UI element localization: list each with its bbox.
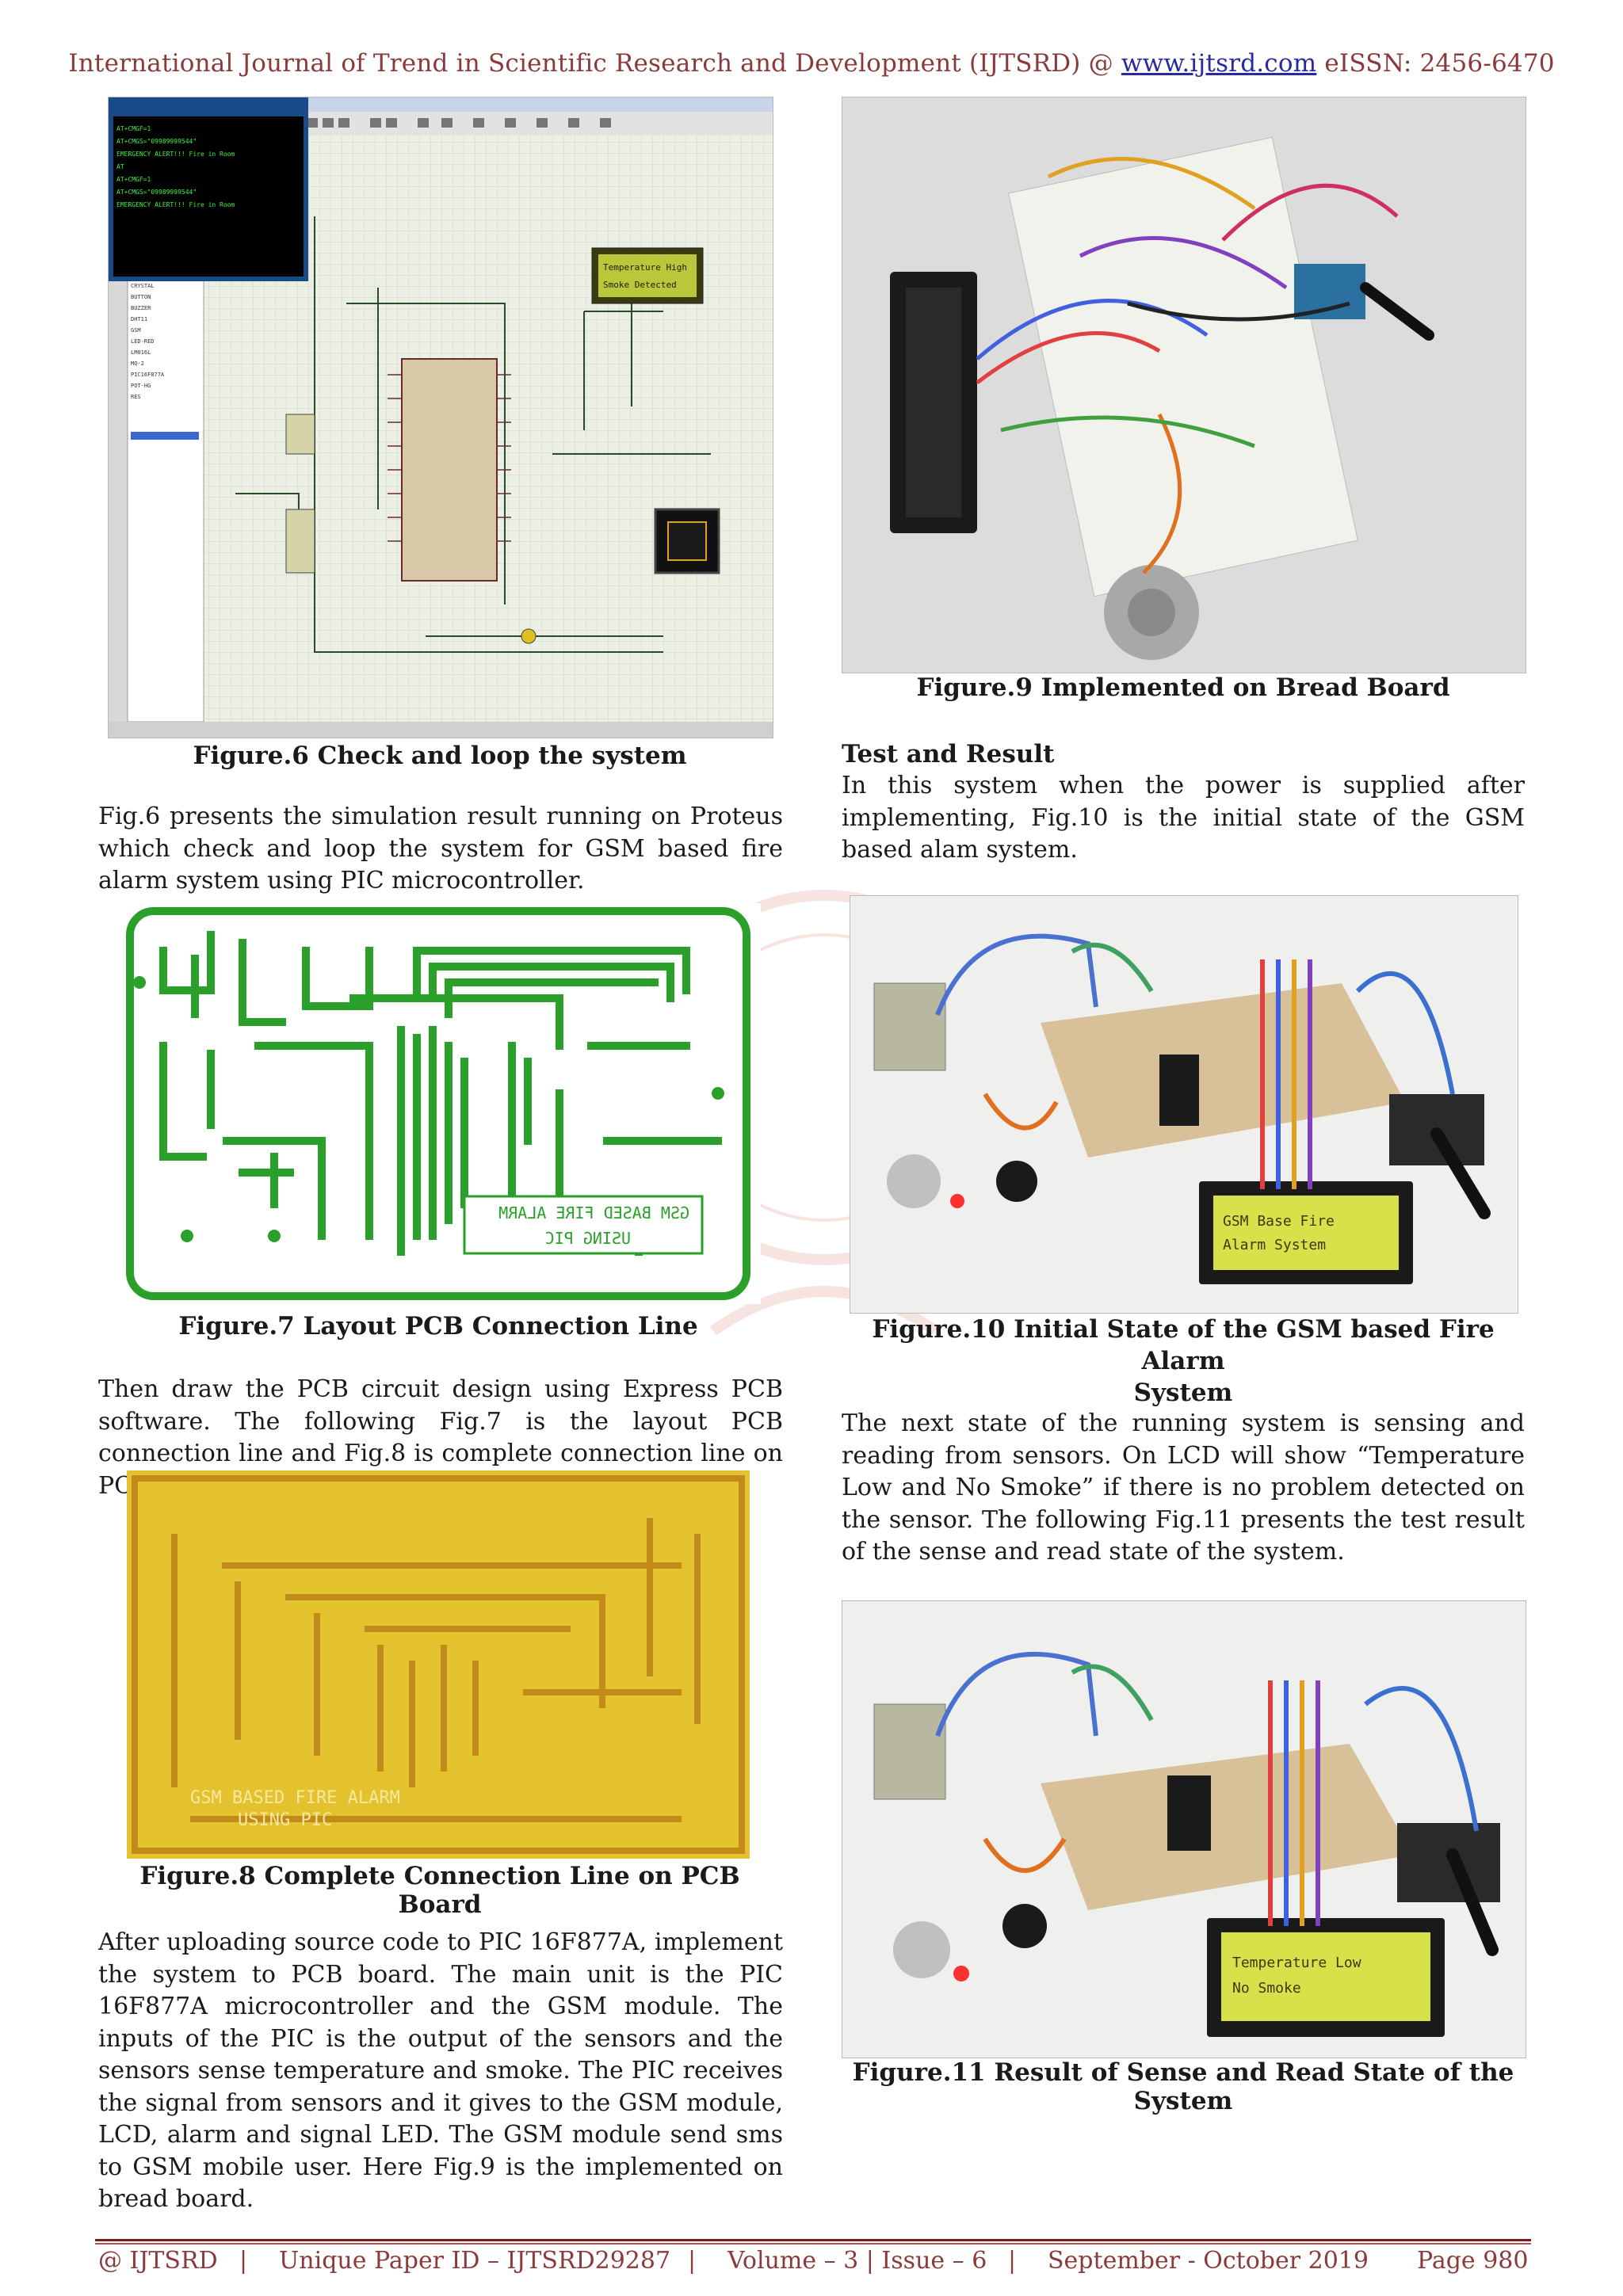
prototype-photo-sense: Temperature Low No Smoke: [842, 1601, 1526, 2058]
issn: eISSN: 2456-6470: [1316, 49, 1555, 78]
svg-text:BUTTON: BUTTON: [131, 294, 151, 300]
pcb-layout: GSM BASED FIRE ALARM USING PIC: [126, 907, 750, 1300]
pcb-mirrored-text: GSM BASED FIRE ALARM: [498, 1203, 689, 1222]
journal-title: International Journal of Trend in Scient…: [68, 49, 1121, 78]
footer-separator: |: [688, 2247, 697, 2275]
sim-lcd-line: Temperature High: [603, 262, 687, 273]
paragraph-fig6: Fig.6 presents the simulation result run…: [98, 803, 783, 894]
svg-text:CRYSTAL: CRYSTAL: [131, 283, 155, 289]
svg-text:DHT11: DHT11: [131, 316, 147, 322]
figure-10-caption: Figure.10 Initial State of the GSM based…: [842, 1314, 1525, 1409]
terminal-line: AT: [116, 163, 124, 170]
svg-text:POT-HG: POT-HG: [131, 383, 151, 389]
figure-8-caption: Figure.8 Complete Connection Line on PCB…: [139, 1862, 740, 1919]
footer-separator: |: [1008, 2247, 1017, 2275]
footer-page-number: Page 980: [1417, 2247, 1529, 2275]
terminal-line: AT+CMGF=1: [116, 176, 151, 183]
prototype-photo-initial: GSM Base Fire Alarm System: [850, 896, 1518, 1313]
running-header: International Journal of Trend in Scient…: [0, 49, 1623, 78]
paragraph-fig8: After uploading source code to PIC 16F87…: [98, 1928, 783, 2213]
lcd-line: GSM Base Fire: [1223, 1213, 1335, 1230]
svg-text:MQ-2: MQ-2: [131, 360, 144, 367]
figure-10-caption-line2: System: [1133, 1379, 1233, 1407]
figure-6-caption: Figure.6 Check and loop the system: [193, 742, 687, 770]
terminal-line: EMERGENCY ALERT!!! Fire in Room: [116, 151, 235, 158]
sim-lcd-line: Smoke Detected: [603, 280, 677, 290]
svg-text:PIC16F877A: PIC16F877A: [131, 372, 165, 378]
figure-9-image: [842, 97, 1526, 673]
footer-volume: Volume – 3 | Issue – 6: [727, 2247, 987, 2275]
paragraph-test: In this system when the power is supplie…: [842, 772, 1525, 864]
figure-10-caption-line1: Figure.10 Initial State of the GSM based…: [872, 1315, 1495, 1375]
terminal-line: AT+CMGS="09989999544": [116, 189, 197, 196]
pcb-board-label: GSM BASED FIRE ALARM: [190, 1788, 400, 1808]
lcd-line: No Smoke: [1232, 1980, 1301, 1997]
svg-text:LM016L: LM016L: [131, 349, 151, 356]
pcb-board-photo: GSM BASED FIRE ALARM USING PIC: [127, 1470, 750, 1859]
svg-text:RES: RES: [131, 394, 141, 400]
proteus-schematic: CAP-ELECCRYSTALBUTTONBUZZERDHT11GSMLED-R…: [109, 97, 773, 738]
figure-11-image: Temperature Low No Smoke: [842, 1600, 1526, 2058]
figure-9-caption: Figure.9 Implemented on Bread Board: [916, 673, 1450, 702]
figure-11-caption: Figure.11 Result of Sense and Read State…: [852, 2058, 1514, 2115]
figure-7-caption: Figure.7 Layout PCB Connection Line: [178, 1312, 698, 1341]
lcd-line: Alarm System: [1223, 1237, 1326, 1253]
pcb-board-label: USING PIC: [238, 1810, 332, 1830]
terminal-line: EMERGENCY ALERT!!! Fire in Room: [116, 201, 235, 208]
figure-6-image: CAP-ELECCRYSTALBUTTONBUZZERDHT11GSMLED-R…: [108, 97, 773, 738]
footer-journal: @ IJTSRD: [98, 2247, 218, 2275]
lcd-line: Temperature Low: [1232, 1955, 1361, 1971]
section-heading-test-result: Test and Result: [842, 740, 1055, 769]
figure-7-image: GSM BASED FIRE ALARM USING PIC: [116, 903, 761, 1304]
svg-text:GSM: GSM: [131, 327, 141, 334]
svg-text:LED-RED: LED-RED: [131, 338, 155, 345]
pcb-mirrored-text: USING PIC: [545, 1229, 631, 1248]
footer-rule: [95, 2239, 1531, 2241]
terminal-line: AT+CMGF=1: [116, 125, 151, 132]
journal-link[interactable]: www.ijtsrd.com: [1121, 49, 1317, 78]
footer-separator: |: [239, 2247, 248, 2275]
paragraph-next-state: The next state of the running system is …: [842, 1409, 1525, 1566]
terminal-line: AT+CMGS="09989999544": [116, 138, 197, 145]
footer-rule-thin: [95, 2243, 1531, 2245]
svg-text:BUZZER: BUZZER: [131, 305, 151, 311]
breadboard-photo: [842, 97, 1526, 673]
figure-10-image: GSM Base Fire Alarm System: [850, 895, 1518, 1314]
figure-8-image: GSM BASED FIRE ALARM USING PIC: [127, 1470, 750, 1859]
footer-date: September - October 2019: [1048, 2247, 1369, 2275]
footer-paper-id: Unique Paper ID – IJTSRD29287: [279, 2247, 671, 2275]
